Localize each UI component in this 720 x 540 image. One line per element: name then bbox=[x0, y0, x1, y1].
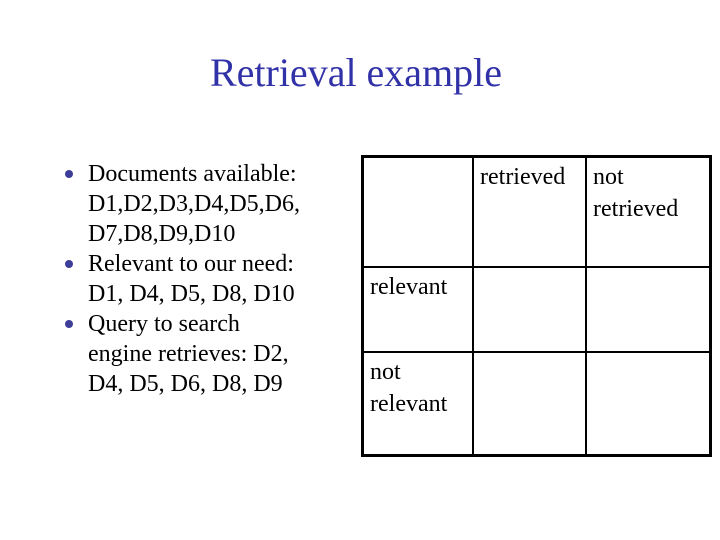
bullet-line: engine retrieves: D2, bbox=[62, 339, 342, 369]
bullet-line-text: Query to search bbox=[88, 311, 240, 337]
bullet-line-text: D1, D4, D5, D8, D10 bbox=[88, 281, 295, 307]
table-cell-not-relevant-retrieved bbox=[472, 350, 587, 457]
table-header-row: retrieved not retrieved bbox=[361, 155, 712, 268]
bullet-icon bbox=[65, 320, 73, 328]
bullet-line: D4, D5, D6, D8, D9 bbox=[62, 369, 342, 399]
bullet-line-text: D4, D5, D6, D8, D9 bbox=[88, 371, 283, 397]
table-row-label-not-relevant: not relevant bbox=[361, 350, 474, 457]
retrieval-table: retrieved not retrieved relevant not rel… bbox=[361, 155, 712, 457]
bullet-line: D1, D4, D5, D8, D10 bbox=[62, 279, 342, 309]
bullet-line: D1,D2,D3,D4,D5,D6, bbox=[62, 189, 342, 219]
table-cell-relevant-retrieved bbox=[472, 265, 587, 353]
bullet-icon bbox=[65, 170, 73, 178]
table-header-cell-retrieved: retrieved bbox=[472, 155, 587, 268]
bullet-line-text: Documents available: bbox=[88, 161, 297, 187]
bullet-line-text: D7,D8,D9,D10 bbox=[88, 221, 236, 247]
bullet-line-text: D1,D2,D3,D4,D5,D6, bbox=[88, 191, 300, 217]
bullet-line-text: engine retrieves: D2, bbox=[88, 341, 289, 367]
table-row-relevant: relevant bbox=[361, 265, 712, 353]
bullet-line: Query to search bbox=[62, 309, 342, 339]
bullet-line: D7,D8,D9,D10 bbox=[62, 219, 342, 249]
slide-title: Retrieval example bbox=[209, 50, 503, 95]
table-cell-not-relevant-not-retrieved bbox=[585, 350, 712, 457]
bullet-line-text: Relevant to our need: bbox=[88, 251, 294, 277]
bullet-line: Documents available: bbox=[62, 159, 342, 189]
table-header-cell-empty bbox=[361, 155, 474, 268]
bullet-list: Documents available: D1,D2,D3,D4,D5,D6, … bbox=[62, 159, 342, 399]
table-cell-relevant-not-retrieved bbox=[585, 265, 712, 353]
table-header-cell-not-retrieved: not retrieved bbox=[585, 155, 712, 268]
bullet-line: Relevant to our need: bbox=[62, 249, 342, 279]
table-row-not-relevant: not relevant bbox=[361, 350, 712, 457]
bullet-icon bbox=[65, 260, 73, 268]
table-row-label-relevant: relevant bbox=[361, 265, 474, 353]
